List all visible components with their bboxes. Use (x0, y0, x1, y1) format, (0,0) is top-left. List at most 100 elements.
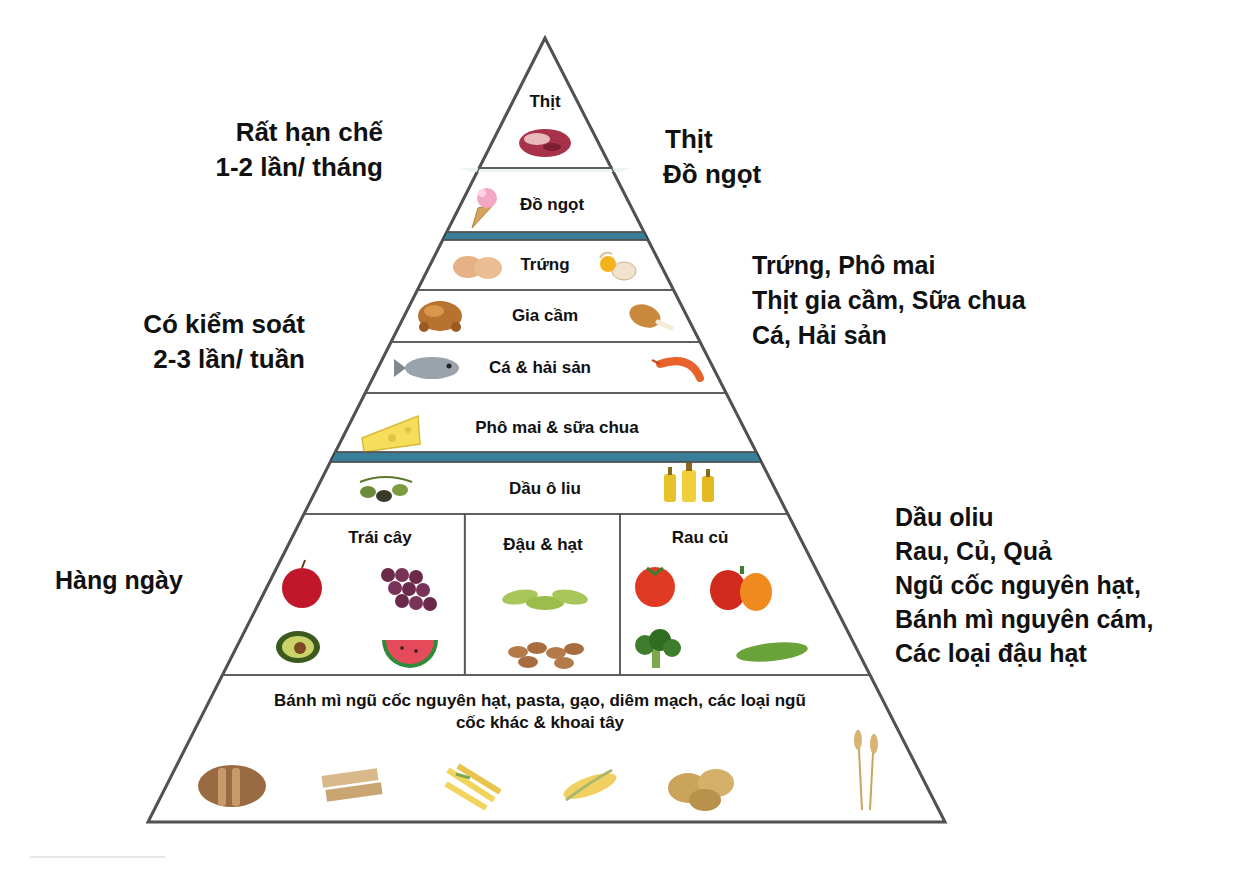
ice-cream-icon-part (478, 189, 486, 197)
olives-icon-part (376, 490, 392, 502)
label-slot: Ngũ cốc nguyên hạt, (895, 570, 1141, 600)
food-band: Gia cầm (391, 290, 700, 342)
avocado-icon-part (276, 631, 320, 663)
crackers-icon (321, 768, 382, 802)
label-slot: Có kiểm soát (143, 309, 305, 340)
label-slot: Thịt (665, 124, 713, 155)
watermelon-icon-part (386, 640, 434, 664)
tomato-icon (635, 567, 675, 607)
almonds-icon-part (508, 646, 528, 658)
side-label: Các loại đậu hạt (895, 638, 1087, 668)
cheese-icon-part (388, 434, 396, 442)
apple-icon (282, 560, 322, 608)
chicken-icon-part (451, 322, 461, 332)
label-slot: Đồ ngọt (663, 159, 761, 190)
corn-icon-part (566, 770, 612, 800)
label-slot: Hàng ngày (55, 565, 183, 595)
cheese-icon-part (405, 427, 411, 433)
oil-bottles-icon-part (668, 467, 672, 475)
oil-bottles-icon-part (682, 470, 696, 502)
ice-cream-icon-part (477, 188, 497, 208)
label-slot: 1-2 lần/ tháng (215, 152, 383, 183)
label-slot: Trứng, Phô mai (752, 250, 935, 280)
band-shape (304, 462, 788, 514)
food-band: Trứng (417, 240, 673, 290)
food-band: Rau củ (620, 514, 870, 675)
food-band: Đồ ngọt (447, 168, 644, 232)
divider-bar (330, 452, 761, 462)
egg-icon-part (474, 257, 502, 279)
cucumber-icon-part (735, 639, 808, 664)
band-label: Phô mai & sữa chua (380, 417, 734, 439)
food-band: Cá & hải sản (365, 342, 726, 393)
bread-icon (198, 765, 266, 807)
watermelon-icon (382, 640, 438, 668)
egg-icon (453, 256, 502, 279)
broccoli-icon-part (652, 650, 660, 668)
side-label: Bánh mì nguyên cám, (895, 604, 1153, 634)
band-shape (447, 168, 644, 232)
apple-icon-part (302, 560, 305, 568)
side-label: Thịt (665, 124, 713, 155)
meat-icon-part (543, 143, 561, 151)
ice-cream-icon-part (472, 204, 494, 228)
broccoli-icon-part (663, 639, 681, 657)
side-label: Ngũ cốc nguyên hạt, (895, 570, 1141, 600)
pepper-icon (710, 566, 772, 611)
grapes-icon-part (423, 597, 437, 611)
tomato-icon-part (635, 567, 675, 607)
beans-icon (501, 587, 589, 610)
avocado-icon (276, 631, 320, 663)
oil-bottles-icon-part (664, 474, 676, 502)
cheese-icon-part (362, 416, 420, 452)
olives-icon-part (360, 486, 376, 498)
band-shape (222, 514, 465, 675)
food-band: Phô mai & sữa chua (335, 393, 756, 452)
side-label: Rau, Củ, Quả (895, 536, 1052, 566)
side-label: Dầu oliu (895, 502, 994, 532)
label-slot: 2-3 lần/ tuần (153, 344, 305, 375)
cucumber-icon (735, 639, 808, 664)
meat-icon (519, 129, 571, 157)
grapes-icon-part (409, 596, 423, 610)
chicken-icon-part (418, 301, 462, 331)
fish-icon (394, 357, 459, 379)
pasta-icon (446, 766, 500, 808)
olives-icon-part (392, 484, 408, 496)
shrimp-icon-part (660, 361, 700, 378)
bread-icon-part (232, 768, 240, 806)
beans-icon-part (551, 587, 589, 607)
watermelon-icon-part (382, 640, 438, 668)
grapes-icon (381, 568, 437, 611)
side-label: 1-2 lần/ tháng (215, 152, 383, 183)
oil-bottles-icon (664, 462, 714, 502)
band-label: Rau củ (624, 527, 776, 549)
broccoli-icon (635, 629, 681, 668)
band-label: Đồ ngọt (484, 194, 620, 216)
broken-egg-icon-part (600, 253, 612, 258)
watermelon-icon-part (414, 649, 418, 653)
band-shape (479, 38, 611, 168)
band-label: Trứng (440, 254, 650, 276)
drumstick-icon-part (626, 300, 664, 332)
food-band: Đậu & hạt (465, 514, 620, 675)
pepper-icon-part (740, 566, 744, 574)
almonds-icon (508, 642, 584, 669)
label-slot: Dầu oliu (895, 502, 994, 532)
chicken-icon-part (419, 322, 429, 332)
side-label: Đồ ngọt (663, 159, 761, 190)
label-slot: Các loại đậu hạt (895, 638, 1087, 668)
chicken-icon (418, 301, 462, 332)
oil-bottles-icon-part (686, 462, 692, 471)
meat-icon-part (524, 133, 550, 145)
grapes-icon-part (409, 570, 423, 584)
bread-icon-part (218, 768, 226, 806)
almonds-icon-part (518, 656, 538, 668)
band-shape (417, 240, 673, 290)
fish-icon-part (405, 357, 459, 379)
label-slot: Thịt gia cầm, Sữa chua (752, 285, 1026, 315)
rule-line (30, 856, 165, 858)
pepper-icon-part (740, 573, 772, 611)
